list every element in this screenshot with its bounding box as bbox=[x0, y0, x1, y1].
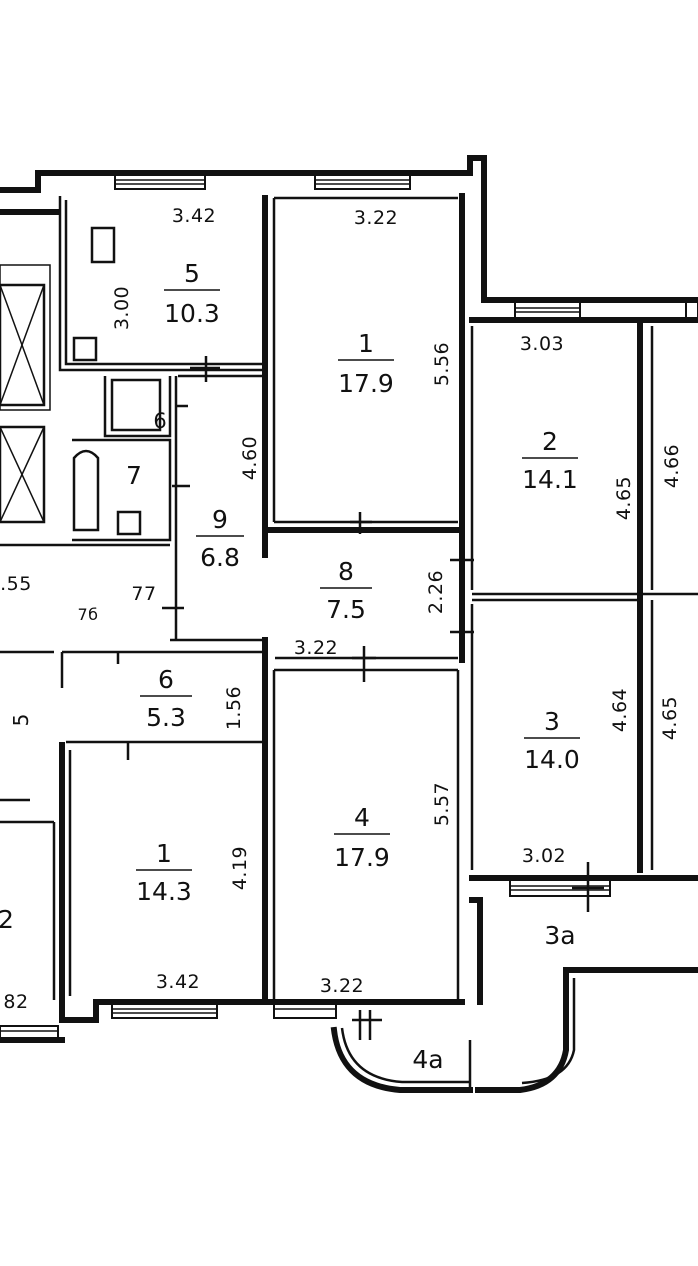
room-9-area: 6.8 bbox=[200, 543, 240, 572]
room-2-width: 3.03 bbox=[520, 333, 564, 355]
room-8-width: 3.22 bbox=[294, 637, 338, 659]
room-4-width: 3.22 bbox=[320, 975, 364, 997]
room-8-area: 7.5 bbox=[326, 595, 366, 624]
room-4-area: 17.9 bbox=[334, 843, 390, 872]
fragment-82: 82 bbox=[3, 991, 28, 1013]
room-3-area: 14.0 bbox=[524, 745, 580, 774]
room-8-number: 8 bbox=[338, 557, 354, 586]
room-2-area: 14.1 bbox=[522, 465, 578, 494]
fragment-7b: 7б bbox=[77, 605, 98, 624]
room-1-bottom-area: 14.3 bbox=[136, 877, 192, 906]
windows bbox=[0, 174, 698, 1039]
exterior-walls bbox=[0, 155, 698, 1043]
room-5-number: 5 bbox=[184, 259, 200, 288]
room-7-number: 7 bbox=[126, 461, 142, 490]
room-1-top-depth: 5.56 bbox=[431, 342, 453, 386]
room-6-small-number: 6 bbox=[153, 409, 166, 433]
room-1-top-area: 17.9 bbox=[338, 369, 394, 398]
room-6-depth: 1.56 bbox=[223, 686, 245, 730]
room-1-top-width: 3.22 bbox=[354, 207, 398, 229]
room-3-width: 3.02 bbox=[522, 845, 566, 867]
balcony-4a-label: 4a bbox=[412, 1045, 443, 1074]
room-9-number: 9 bbox=[212, 505, 228, 534]
room-3-number: 3 bbox=[544, 707, 560, 736]
fragment-5: 5 bbox=[9, 714, 33, 727]
room-right-top-depth: 4.66 bbox=[661, 444, 683, 488]
room-3-depth: 4.64 bbox=[609, 688, 631, 732]
room-4-number: 4 bbox=[354, 803, 370, 832]
room-5-width: 3.42 bbox=[172, 205, 216, 227]
room-1-bottom-depth: 4.19 bbox=[229, 846, 251, 890]
fragment-55: .55 bbox=[0, 573, 32, 595]
interior-walls bbox=[0, 195, 698, 1093]
balcony-3a-label: 3a bbox=[544, 921, 575, 950]
room-5-depth: 3.00 bbox=[111, 286, 133, 330]
room-9-depth: 4.60 bbox=[239, 436, 261, 480]
room-4-depth: 5.57 bbox=[431, 782, 453, 826]
room-6-number: 6 bbox=[158, 665, 174, 694]
room-6-area: 5.3 bbox=[146, 703, 186, 732]
room-1-top-number: 1 bbox=[358, 329, 374, 358]
room-8-depth: 2.26 bbox=[425, 570, 447, 614]
room-2-number: 2 bbox=[542, 427, 558, 456]
room-2-depth: 4.65 bbox=[613, 476, 635, 520]
fragment-2: 2 bbox=[0, 905, 14, 934]
fragment-77: 77 bbox=[131, 583, 156, 605]
room-1-bottom-number: 1 bbox=[156, 839, 172, 868]
room-1-bottom-width: 3.42 bbox=[156, 971, 200, 993]
room-right-bottom-depth: 4.65 bbox=[659, 696, 681, 740]
room-5-area: 10.3 bbox=[164, 299, 220, 328]
